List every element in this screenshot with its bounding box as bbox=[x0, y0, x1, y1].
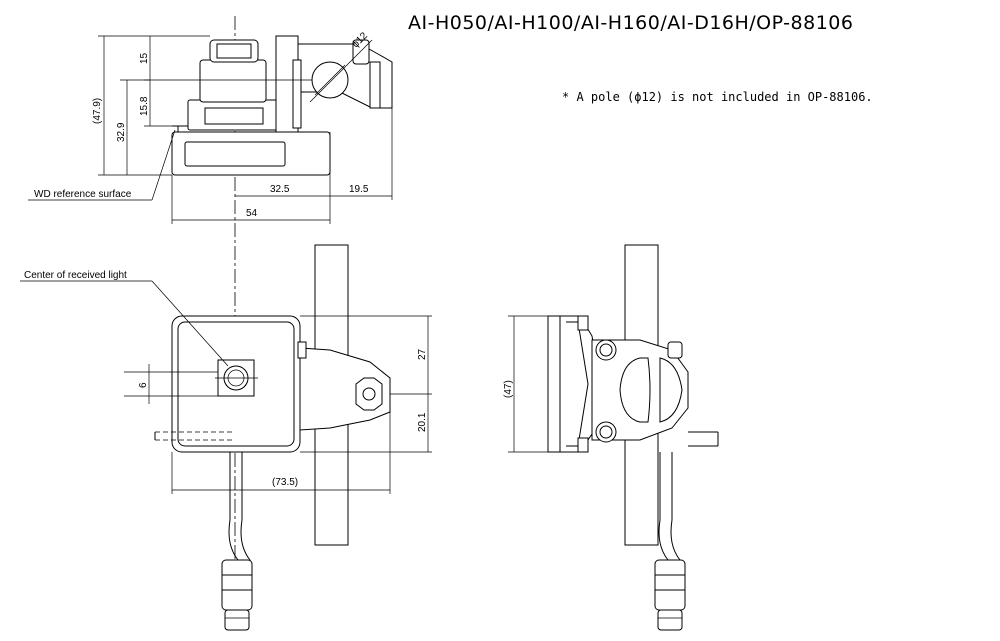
dim-32-5: 32.5 bbox=[270, 184, 290, 195]
lens-housing bbox=[187, 99, 281, 131]
pole-note: * A pole (ϕ12) is not included in OP-881… bbox=[562, 90, 873, 104]
dim-73-5: (73.5) bbox=[272, 477, 298, 488]
dim-6: 6 bbox=[138, 382, 149, 388]
side-connector bbox=[654, 559, 686, 611]
phi12-leader bbox=[309, 39, 373, 103]
hex-nut bbox=[355, 377, 383, 411]
dim-19-5: 19.5 bbox=[349, 184, 369, 195]
front-view: Center of received light 6 27 20.1 (73.5… bbox=[20, 244, 432, 631]
dim-32-9: 32.9 bbox=[116, 122, 127, 142]
dim-15-8: 15.8 bbox=[139, 96, 150, 116]
wd-reference-label: WD reference surface bbox=[34, 189, 132, 200]
dim-27: 27 bbox=[417, 348, 428, 360]
upper-block bbox=[199, 59, 267, 103]
dim-15: 15 bbox=[139, 52, 150, 64]
sensor-window bbox=[184, 141, 286, 167]
dim-20-1: 20.1 bbox=[417, 412, 428, 432]
dim-47: (47) bbox=[503, 380, 514, 398]
center-light-label: Center of received light bbox=[24, 270, 127, 281]
top-view: ϕ12 15 15.8 32.9 (47.9) WD reference sur… bbox=[28, 16, 393, 630]
side-view: (47) bbox=[503, 244, 719, 631]
dim-47-9: (47.9) bbox=[92, 98, 103, 124]
bracket-bolt bbox=[369, 61, 381, 109]
dim-54: 54 bbox=[246, 208, 258, 219]
sensor-base bbox=[171, 131, 331, 176]
front-connector bbox=[221, 559, 253, 611]
connector-head bbox=[209, 39, 259, 63]
model-title: AI-H050/AI-H100/AI-H160/AI-D16H/OP-88106 bbox=[408, 12, 853, 34]
